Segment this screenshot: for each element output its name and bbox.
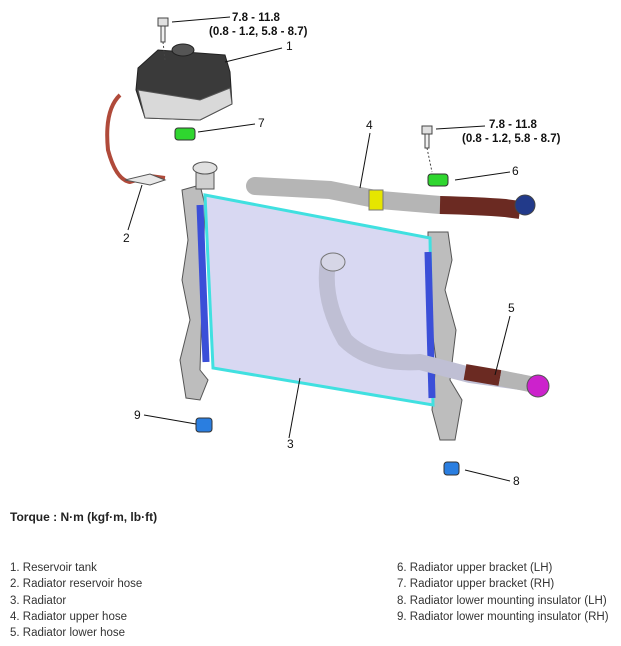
lower-hose-brown-section — [463, 364, 502, 386]
callout-6: 6 — [512, 164, 519, 178]
radiator-upper-hose — [246, 177, 449, 214]
torque-heading: Torque : N·m (kgf·m, lb·ft) — [10, 510, 158, 524]
upper-bracket-lh — [427, 173, 449, 187]
leader-7 — [197, 123, 256, 133]
callout-5: 5 — [508, 301, 515, 315]
cooling-system-diagram: 7.8 - 11.8 (0.8 - 1.2, 5.8 - 8.7) 7.8 - … — [105, 12, 561, 488]
legend-item: 1. Reservoir tank — [10, 562, 97, 574]
legend-item: 3. Radiator — [10, 594, 67, 607]
legend-item: 7. Radiator upper bracket (RH) — [397, 578, 555, 591]
lower-insulator-rh — [195, 417, 213, 433]
upper-hose-brown-section — [439, 196, 522, 219]
torque-spec-tank-line1: 7.8 - 11.8 — [232, 12, 281, 24]
upper-bracket-rh — [174, 127, 196, 141]
legend-item: 6. Radiator upper bracket (LH) — [397, 562, 553, 574]
lower-hose-end — [498, 370, 532, 392]
callout-1: 1 — [286, 39, 293, 53]
torque-spec-bracket-line1: 7.8 - 11.8 — [489, 119, 538, 131]
legend-item: 4. Radiator upper hose — [10, 610, 127, 623]
torque-spec-bracket-line2: (0.8 - 1.2, 5.8 - 8.7) — [462, 133, 561, 145]
radiator-lower-hose — [318, 254, 528, 390]
leader-9 — [143, 414, 197, 425]
lower-hose-inlet — [320, 252, 346, 272]
callout-3: 3 — [287, 437, 294, 451]
bolt-icon — [157, 17, 169, 61]
upper-hose-clamp — [368, 189, 384, 211]
reservoir-tank — [135, 43, 233, 121]
upper-hose-fitting — [514, 194, 536, 216]
callout-7: 7 — [258, 116, 265, 130]
leader-torque-bracket — [435, 125, 486, 130]
radiator-reservoir-hose — [105, 93, 166, 185]
leader-1 — [224, 47, 283, 63]
leader-5 — [494, 315, 511, 376]
leader-6 — [454, 171, 511, 181]
torque-spec-tank-line2: (0.8 - 1.2, 5.8 - 8.7) — [209, 26, 308, 38]
legend-item: 9. Radiator lower mounting insulator (RH… — [397, 610, 609, 623]
radiator-right-tank — [424, 251, 436, 399]
callout-4: 4 — [366, 118, 373, 132]
lower-insulator-lh — [443, 461, 460, 476]
legend-item: 8. Radiator lower mounting insulator (LH… — [397, 594, 607, 607]
legend-right: 6. Radiator upper bracket (LH) 7. Radiat… — [397, 560, 609, 625]
reservoir-hose-bracket — [124, 173, 167, 186]
legend-item: 2. Radiator reservoir hose — [10, 578, 143, 591]
callout-8: 8 — [513, 474, 520, 488]
leader-2 — [127, 184, 143, 231]
radiator-left-tank — [196, 204, 210, 363]
leader-8 — [464, 469, 511, 482]
legend-left: 1. Reservoir tank 2. Radiator reservoir … — [10, 560, 142, 641]
lower-hose-fitting — [526, 374, 550, 398]
leader-4 — [359, 132, 371, 189]
leader-3 — [288, 377, 301, 439]
radiator-core — [203, 193, 435, 407]
callout-2: 2 — [123, 231, 130, 245]
legend-item: 5. Radiator lower hose — [10, 627, 126, 640]
callout-9: 9 — [134, 408, 141, 422]
bolt-icon — [421, 125, 433, 173]
leader-torque-top — [171, 16, 231, 23]
